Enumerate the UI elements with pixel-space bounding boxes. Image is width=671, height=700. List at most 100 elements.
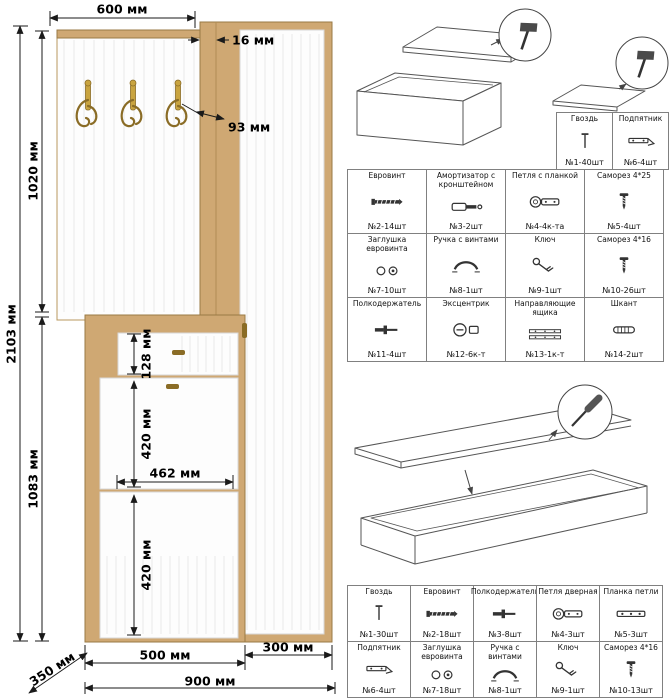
dimension-lines <box>13 11 336 694</box>
part-count: №4-4к-та <box>525 222 565 231</box>
part-cell-screw: Саморез 4*25 №5-4шт <box>584 169 664 234</box>
key-icon <box>526 245 564 286</box>
hardware-table-1: Евровинт №2-14шт Амортизатор с кронштейном… <box>347 169 664 362</box>
part-name: Планка петли <box>603 587 659 596</box>
slides-icon <box>526 318 564 350</box>
coat-hook-icon <box>165 79 188 128</box>
part-name: Амортизатор с кронштейном <box>436 171 496 189</box>
part-name: Шкант <box>610 299 638 308</box>
dim-drawer-height: 128 мм <box>138 328 154 380</box>
dim-top-width: 600 мм <box>96 1 148 17</box>
hammer-icon <box>636 50 655 78</box>
part-name: Саморез 4*16 <box>597 235 651 244</box>
part-name: Полкодержатель <box>470 587 540 596</box>
part-count: №14-2шт <box>604 350 644 359</box>
part-cell-key: Ключ №9-1шт <box>505 233 585 298</box>
door-handle <box>166 384 179 389</box>
part-count: №1-40шт <box>565 158 604 167</box>
wardrobe-handle <box>242 323 247 338</box>
part-count: №7-10шт <box>367 286 407 295</box>
part-cell-confirmat: Евровинт №2-18шт <box>410 585 474 642</box>
part-count: №4-3шт <box>551 630 585 639</box>
coat-hook-icon <box>75 79 98 128</box>
hammer-icon <box>519 22 538 50</box>
screwdriver-icon <box>571 394 603 427</box>
part-count: №5-4шт <box>607 222 641 231</box>
hook-panel <box>56 29 201 321</box>
drawer-box-front <box>356 90 464 146</box>
part-name: Ключ <box>534 235 556 244</box>
cap-icon <box>368 254 406 286</box>
part-cell-dowel: Шкант №14-2шт <box>584 297 664 362</box>
part-count: №13-1к-т <box>525 350 565 359</box>
part-count: №9-1шт <box>528 286 562 295</box>
part-cell-hinge: Петля с планкой №4-4к-та <box>505 169 585 234</box>
part-name: Ручка с винтами <box>488 643 522 661</box>
furniture-front-view: 600 мм 16 мм 93 мм 2103 мм 1020 мм 1083 … <box>4 1 336 694</box>
footplate-icon <box>360 653 398 686</box>
part-name: Полкодержатель <box>352 299 422 308</box>
part-count: №10-26шт <box>602 286 646 295</box>
drawer-handle <box>172 350 185 355</box>
part-cell-screw: Саморез 4*16 №10-26шт <box>584 233 664 298</box>
part-count: №2-14шт <box>367 222 407 231</box>
drawer-box-side <box>462 82 502 146</box>
screw-icon <box>605 245 643 286</box>
damper-icon <box>447 190 485 222</box>
part-name: Ручка с винтами <box>433 235 499 244</box>
hammer-callout <box>615 36 669 90</box>
part-name: Саморез 4*25 <box>597 171 651 180</box>
coat-hook-icon <box>120 79 143 128</box>
dim-upper-height: 1020 мм <box>25 141 41 201</box>
furniture-drawing <box>13 11 336 694</box>
part-count: №3-8шт <box>488 630 522 639</box>
part-name: Петля с планкой <box>511 171 578 180</box>
assembly-illustration-cabinet-box <box>354 384 648 565</box>
part-name: Евровинт <box>368 171 406 180</box>
dim-upper-door-height: 420 мм <box>138 408 154 460</box>
confirmat-icon <box>368 181 406 222</box>
hammer-callout <box>498 8 552 62</box>
part-name: Евровинт <box>423 587 461 596</box>
key-icon <box>549 653 587 686</box>
part-name: Заглушка евровинта <box>421 643 463 661</box>
beadboard-stripes <box>63 34 320 634</box>
dim-inner-width: 462 мм <box>149 465 201 481</box>
confirmat-icon <box>423 597 461 630</box>
part-count: №7-18шт <box>422 686 462 695</box>
part-name: Гвоздь <box>365 587 393 596</box>
shoe-cabinet-lower-door <box>99 491 239 639</box>
cap-icon <box>423 662 461 686</box>
dim-lower-door-height: 420 мм <box>138 539 154 591</box>
dim-panel-thickness: 16 мм <box>232 32 275 48</box>
shelfpin-icon <box>368 309 406 350</box>
hook-panel-top-trim <box>56 29 201 39</box>
part-count: №3-2шт <box>449 222 483 231</box>
hardware-row: Евровинт №2-14шт Амортизатор с кронштейном… <box>347 169 664 234</box>
assembly-illustration-drawer-box <box>356 8 669 146</box>
part-count: №6-4шт <box>362 686 396 695</box>
part-cell-damper: Амортизатор с кронштейном №3-2шт <box>426 169 506 234</box>
shelfpin-icon <box>486 597 524 630</box>
handle-icon <box>447 245 485 286</box>
part-count: №2-18шт <box>422 630 462 639</box>
hinge-icon <box>526 181 564 222</box>
dim-hook-offset: 93 мм <box>228 119 271 135</box>
